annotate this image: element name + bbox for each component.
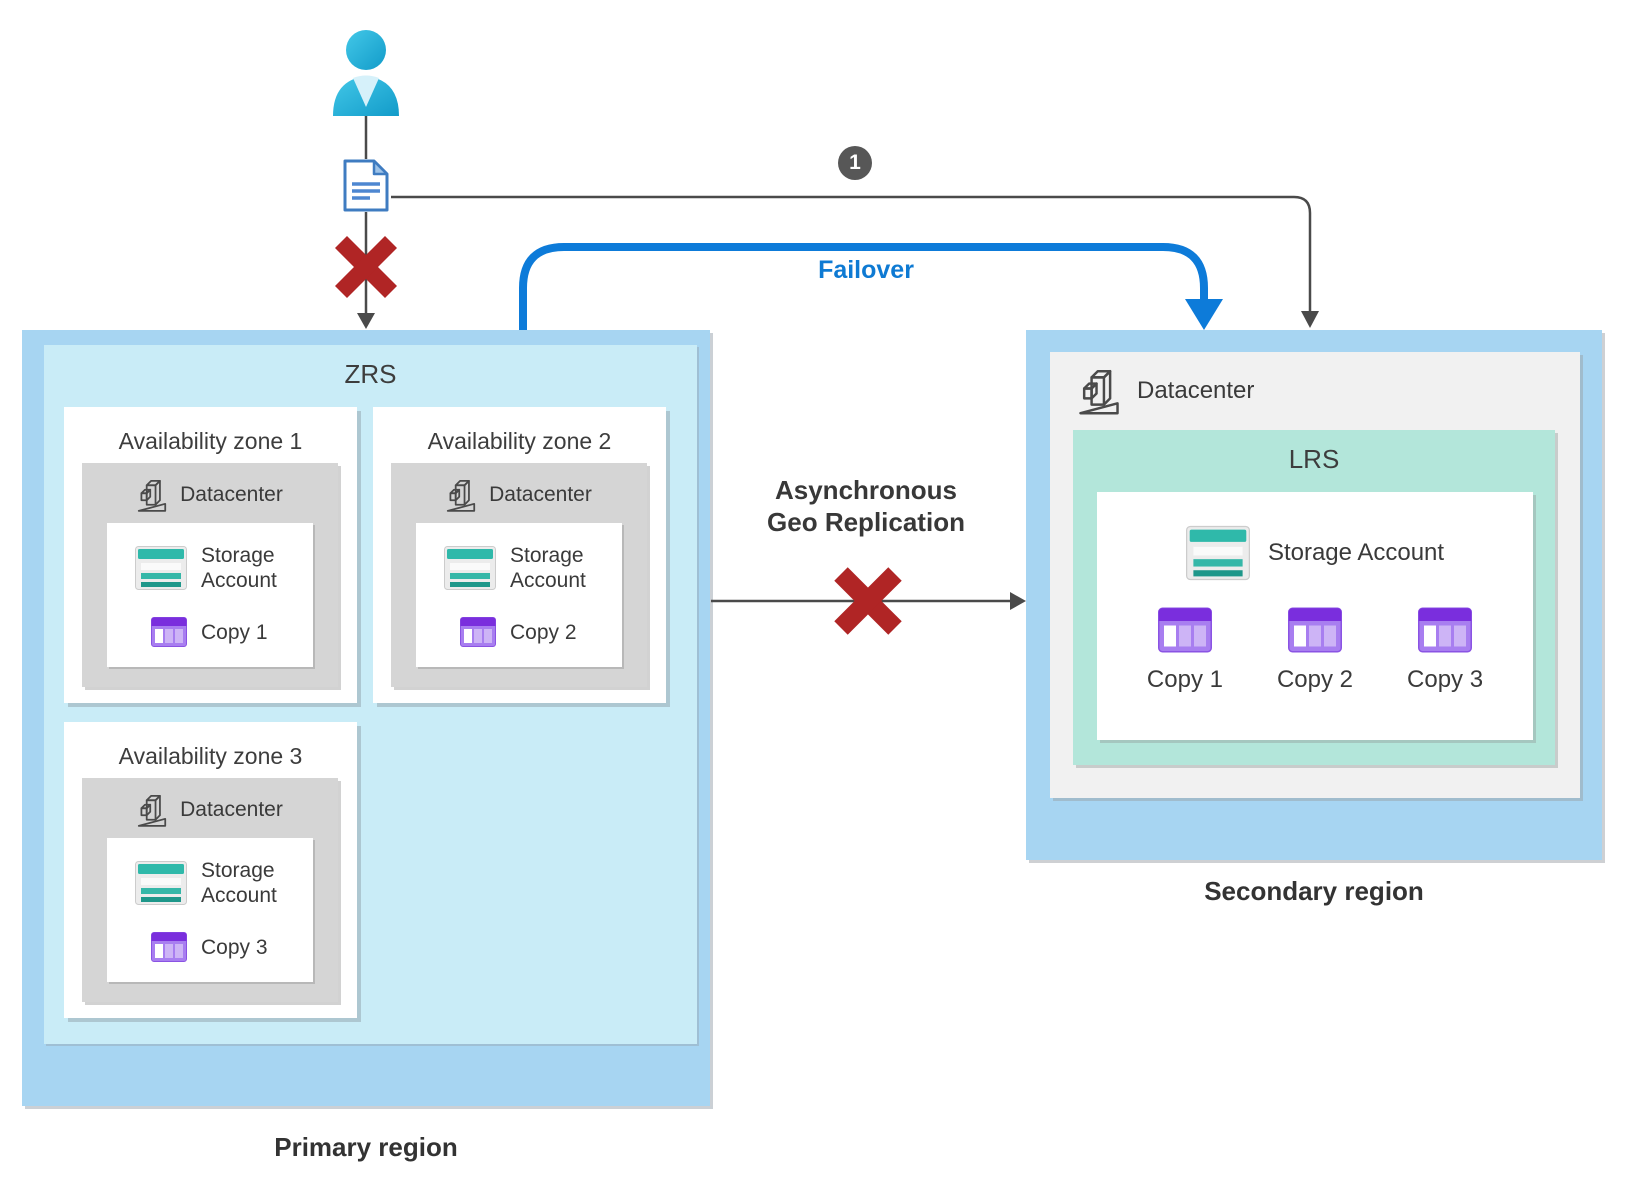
datacenter-label: Datacenter <box>180 483 283 506</box>
datacenter-building-icon <box>446 477 476 513</box>
storage-label-line2: Account <box>201 884 277 907</box>
copy-item: Copy 1 <box>1147 607 1223 694</box>
datacenter-header: Datacenter <box>82 790 338 830</box>
storage-account-label: Storage Account <box>201 858 313 908</box>
zone-title: Availability zone 1 <box>118 428 303 454</box>
storage-account-row: Storage Account <box>107 858 313 908</box>
failover-arrowhead <box>1185 299 1223 330</box>
datacenter-label: Datacenter <box>180 798 283 821</box>
copy-label: Copy 2 <box>510 620 577 644</box>
storage-account-label: Storage Account <box>510 543 622 593</box>
storage-account-icon <box>135 861 187 905</box>
secondary-region-label: Secondary region <box>1204 876 1424 906</box>
copy-label: Copy 1 <box>201 620 268 644</box>
datacenter-box: Datacenter Storage Account <box>391 463 647 687</box>
storage-account-row: Storage Account <box>416 543 622 593</box>
datacenter-box: Datacenter Storage Account <box>82 778 338 1002</box>
storage-label-line2: Account <box>201 569 277 592</box>
copy-table-icon <box>1418 607 1473 653</box>
copy-label: Copy 3 <box>1407 666 1484 693</box>
primary-write-error-x-icon <box>334 235 398 299</box>
storage-account-row: Storage Account <box>107 543 313 593</box>
document-to-primary-arrowhead <box>357 313 375 329</box>
storage-account-icon <box>1185 525 1250 581</box>
copy-label: Copy 1 <box>1146 666 1223 693</box>
failover-label: Failover <box>818 256 914 284</box>
zone-content-box: Storage Account Copy 2 <box>416 523 622 667</box>
geo-replication-error-x-icon <box>834 567 902 635</box>
copy-row: Copy 1 <box>107 617 313 647</box>
storage-account-label: Storage Account <box>201 543 313 593</box>
copy-item: Copy 3 <box>1407 607 1483 694</box>
geo-replication-arrowhead <box>1010 592 1026 610</box>
document-to-secondary-line <box>391 195 1312 313</box>
zone-content-box: Storage Account Copy 3 <box>107 838 313 982</box>
lrs-content-box: Storage Account Copy 1 <box>1097 492 1533 740</box>
copy-table-icon <box>151 617 187 647</box>
copy-item: Copy 2 <box>1277 607 1353 694</box>
zone-content-box: Storage Account Copy 1 <box>107 523 313 667</box>
storage-account-icon <box>135 546 187 590</box>
secondary-datacenter-header: Datacenter <box>1078 362 1254 420</box>
storage-account-row: Storage Account <box>1097 525 1533 581</box>
datacenter-building-icon <box>137 792 167 828</box>
storage-account-icon <box>444 546 496 590</box>
datacenter-box: Datacenter Storage Account <box>82 463 338 687</box>
zone-title: Availability zone 2 <box>427 428 612 454</box>
step-1-badge: 1 <box>838 146 872 180</box>
copy-label: Copy 2 <box>1276 666 1354 693</box>
lrs-title: LRS <box>1288 444 1340 474</box>
geo-replication-label-line2: Geo Replication <box>767 507 965 537</box>
datacenter-building-icon <box>137 477 167 513</box>
storage-label-line1: Storage <box>201 859 275 882</box>
datacenter-header: Datacenter <box>82 475 338 515</box>
datacenter-building-icon <box>1078 366 1120 416</box>
storage-label-line1: Storage <box>201 544 275 567</box>
copy-row: Copy 3 <box>107 932 313 962</box>
datacenter-header: Datacenter <box>391 475 647 515</box>
copy-table-icon <box>1287 607 1342 653</box>
copy-table-icon <box>1157 607 1212 653</box>
zrs-title: ZRS <box>344 359 397 389</box>
storage-label-line2: Account <box>510 569 586 592</box>
geo-replication-label: Asynchronous Geo Replication <box>696 474 1036 538</box>
datacenter-label: Datacenter <box>489 483 592 506</box>
zone-title: Availability zone 3 <box>118 743 303 769</box>
availability-zone-2: Availability zone 2 Datacenter <box>373 407 666 703</box>
user-person-icon <box>328 28 404 116</box>
copy-table-icon <box>151 932 187 962</box>
storage-account-label: Storage Account <box>1267 539 1445 566</box>
copy-row: Copy 2 <box>416 617 622 647</box>
copies-row: Copy 1 Copy 2 <box>1097 607 1533 694</box>
primary-region-label: Primary region <box>274 1132 458 1162</box>
copy-table-icon <box>460 617 496 647</box>
availability-zone-3: Availability zone 3 Datacenter <box>64 722 357 1018</box>
availability-zone-1: Availability zone 1 Datacenter <box>64 407 357 703</box>
storage-label-line1: Storage <box>510 544 584 567</box>
datacenter-label: Datacenter <box>1137 377 1255 404</box>
geo-replication-label-line1: Asynchronous <box>774 475 958 505</box>
document-icon <box>343 159 389 212</box>
copy-label: Copy 3 <box>201 935 268 959</box>
document-to-secondary-arrowhead <box>1301 311 1319 328</box>
